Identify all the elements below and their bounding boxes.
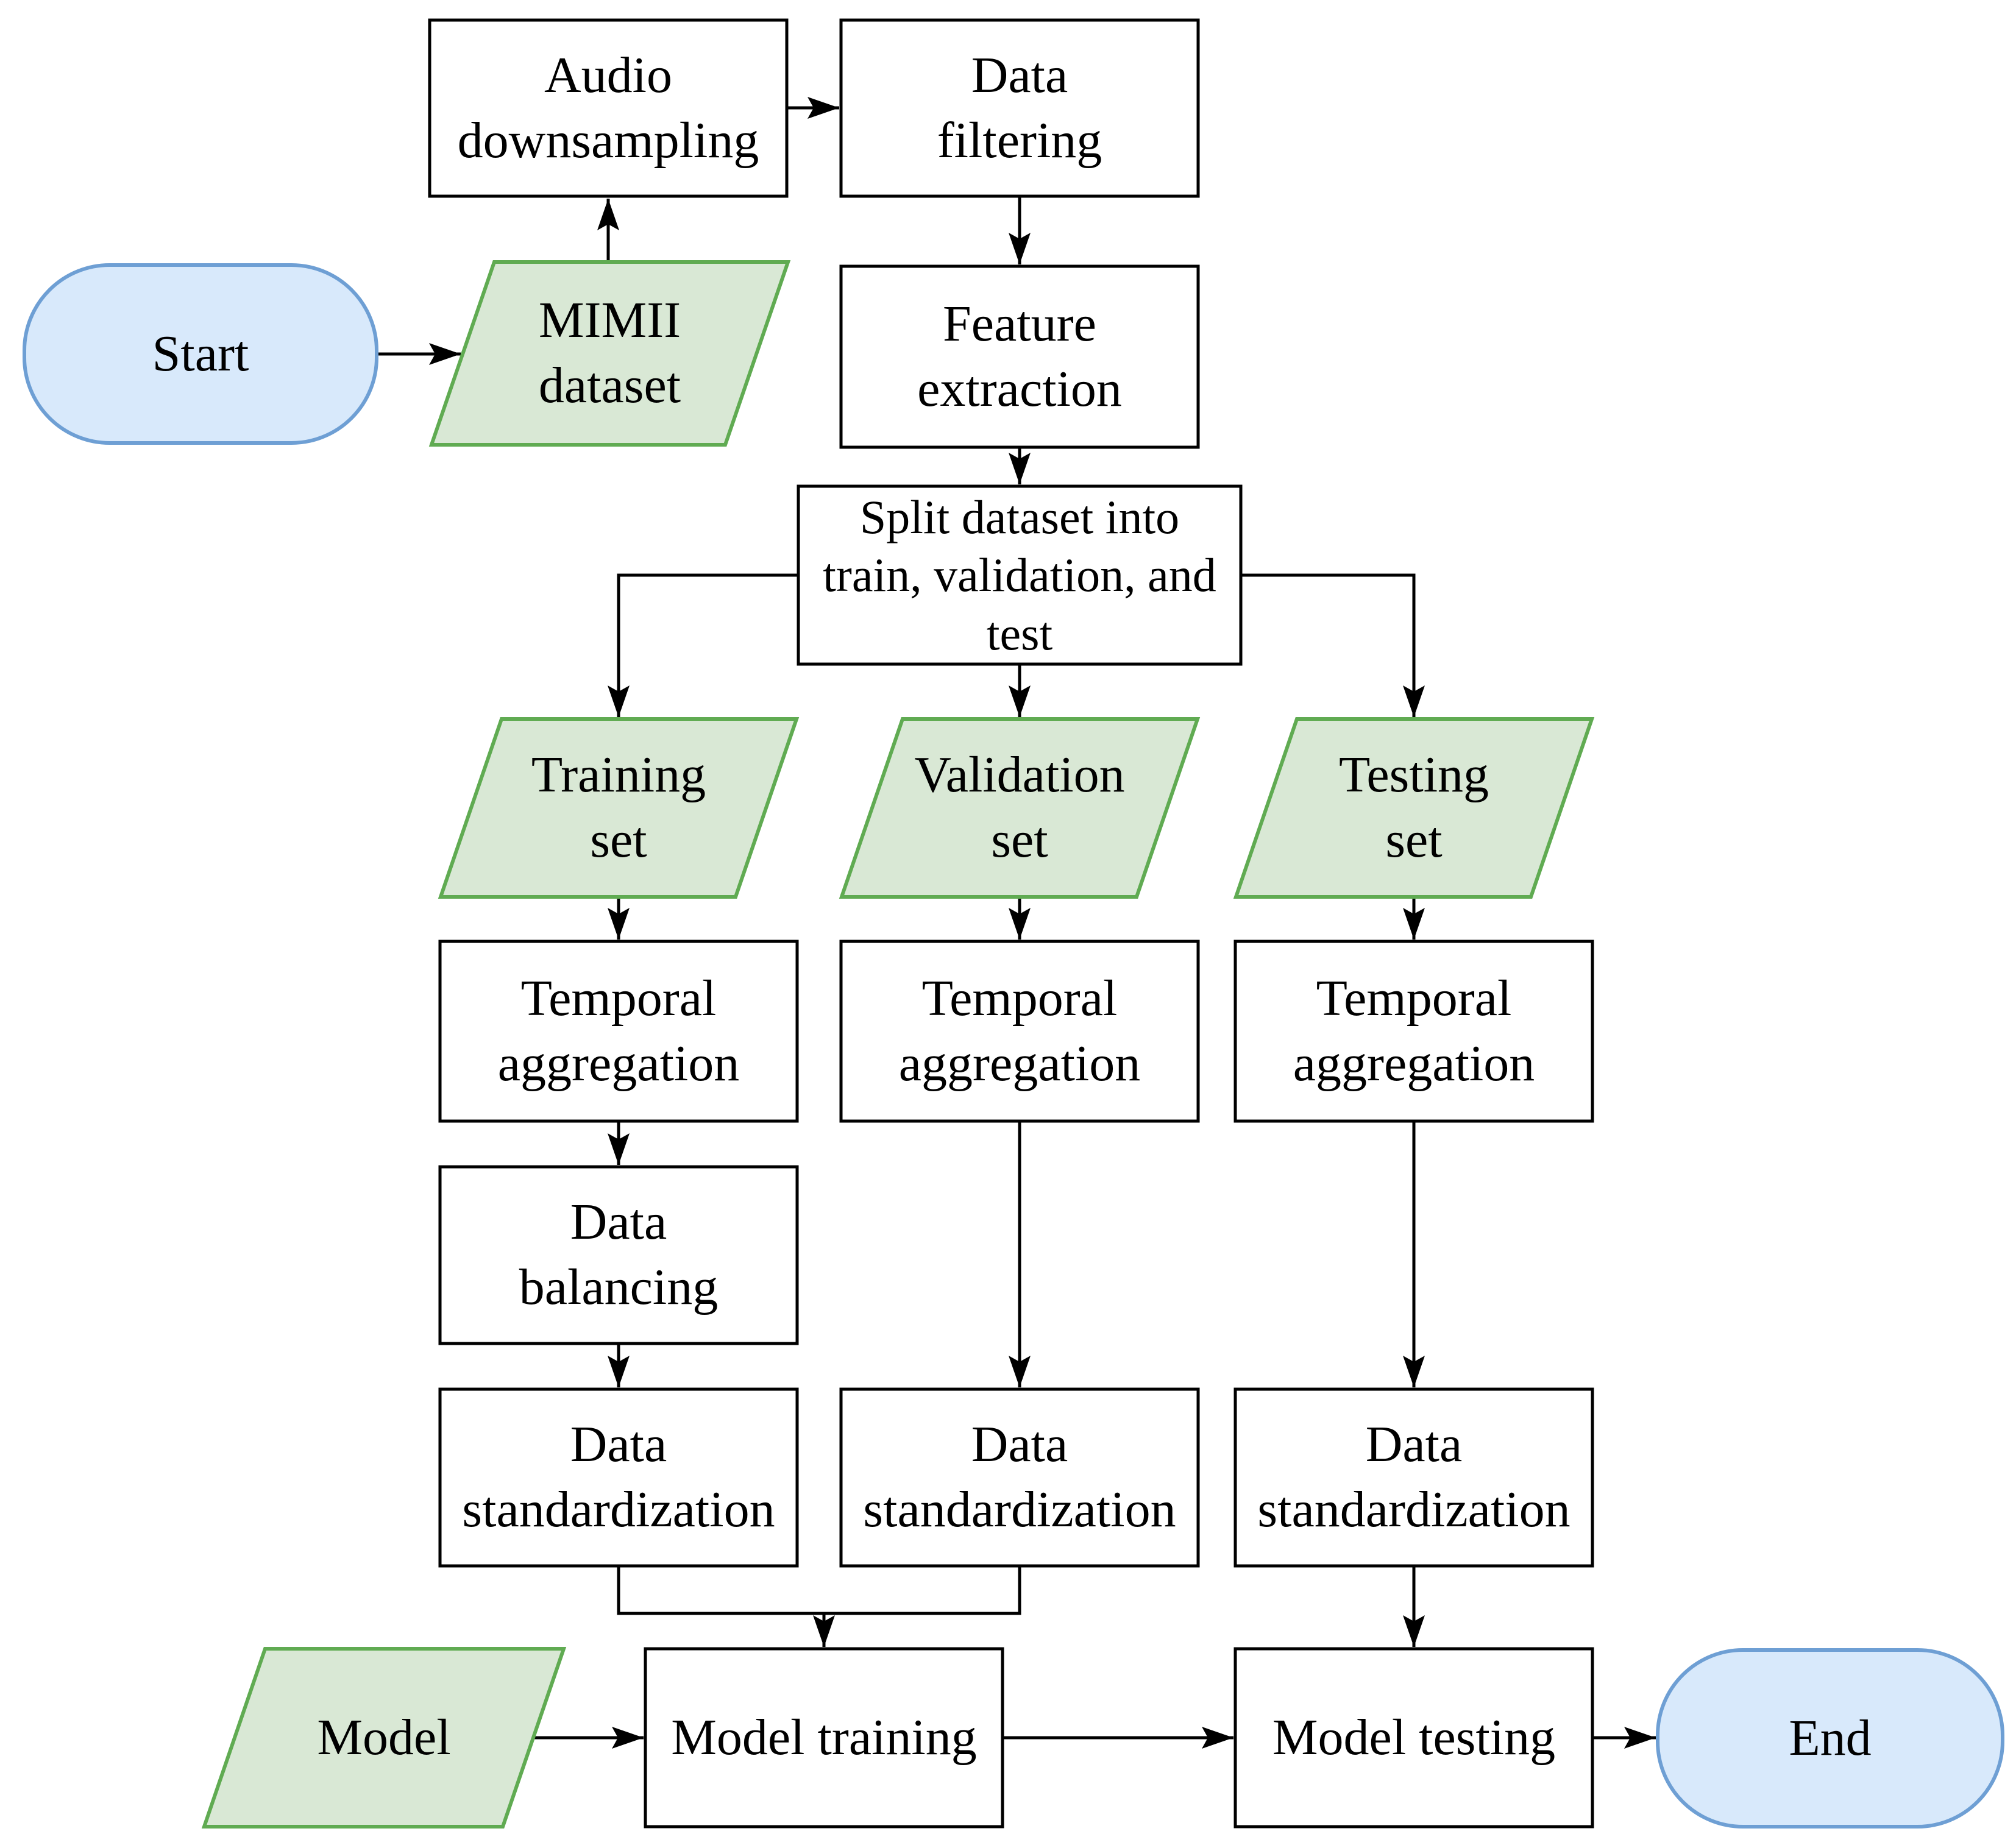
data-standardization-validation-box xyxy=(839,1387,1200,1568)
edge-split-to-testing-set xyxy=(1241,573,1425,717)
testing-set-parallelogram xyxy=(1233,717,1595,899)
model-testing-box xyxy=(1233,1647,1594,1829)
temporal-aggregation-validation-box xyxy=(839,940,1200,1123)
split-dataset-box xyxy=(797,484,1243,666)
node-shapes xyxy=(23,18,2004,1829)
edge-standardization-merge-bus xyxy=(617,1566,1021,1615)
model-training-box xyxy=(644,1647,1004,1829)
mimii-dataset-parallelogram xyxy=(428,260,791,447)
training-set-parallelogram xyxy=(438,717,800,899)
start-terminator-shape xyxy=(23,263,378,445)
data-standardization-training-box xyxy=(438,1387,799,1568)
end-terminator-shape xyxy=(1656,1648,2004,1829)
model-parallelogram xyxy=(201,1647,567,1829)
connectors xyxy=(377,97,1656,1749)
data-standardization-testing-box xyxy=(1233,1387,1594,1568)
temporal-aggregation-testing-box xyxy=(1233,940,1594,1123)
data-balancing-box xyxy=(438,1165,799,1345)
temporal-aggregation-training-box xyxy=(438,940,799,1123)
validation-set-parallelogram xyxy=(839,717,1201,899)
feature-extraction-box xyxy=(839,264,1200,449)
edge-split-to-training-set xyxy=(608,573,798,717)
audio-downsampling-box xyxy=(428,18,789,198)
data-filtering-box xyxy=(839,18,1200,198)
